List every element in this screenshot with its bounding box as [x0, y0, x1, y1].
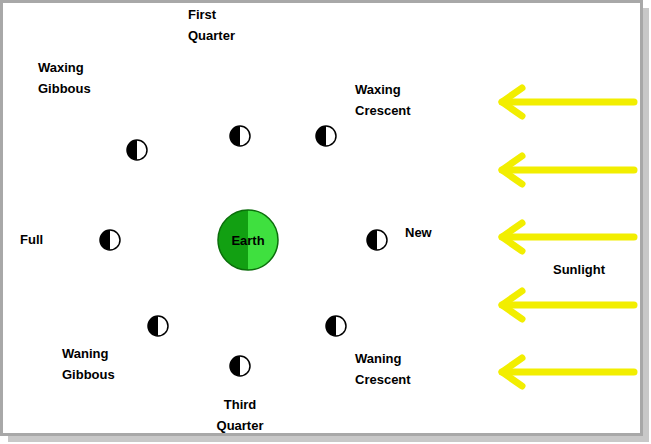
- phase-label: Waning Gibbous: [62, 343, 134, 385]
- phase-label: Waxing Crescent: [355, 79, 435, 121]
- sunlight-arrow: [502, 223, 634, 251]
- phase-label: First Quarter: [188, 4, 250, 46]
- moon-symbol: [100, 230, 120, 250]
- moon-symbol: [148, 316, 168, 336]
- sunlight-arrow: [502, 88, 634, 116]
- phase-label: Third Quarter: [206, 394, 274, 436]
- moon-symbol: [367, 230, 387, 250]
- phase-label: Full: [20, 229, 80, 250]
- phase-label: Sunlight: [553, 259, 633, 280]
- phase-label: Waning Crescent: [355, 348, 435, 390]
- sunlight-arrow: [502, 156, 634, 184]
- earth-outline: [218, 210, 278, 270]
- moon-symbol: [230, 126, 250, 146]
- phase-label: New: [405, 222, 465, 243]
- sunlight-arrow: [502, 291, 634, 319]
- moon-symbol: [326, 316, 346, 336]
- moon-symbol: [230, 356, 250, 376]
- moon-symbols: [100, 126, 387, 376]
- sunlight-arrow: [502, 358, 634, 386]
- sunlight-arrows: [502, 88, 634, 386]
- moon-symbol: [316, 126, 336, 146]
- frame-border: [2, 2, 642, 435]
- earth-label: Earth: [231, 233, 264, 248]
- frame-shadow: [8, 435, 649, 442]
- moon-symbol: [127, 140, 147, 160]
- phase-label: Waxing Gibbous: [38, 57, 110, 99]
- earth-circle: Earth: [217, 209, 279, 271]
- frame-shadow: [642, 8, 649, 442]
